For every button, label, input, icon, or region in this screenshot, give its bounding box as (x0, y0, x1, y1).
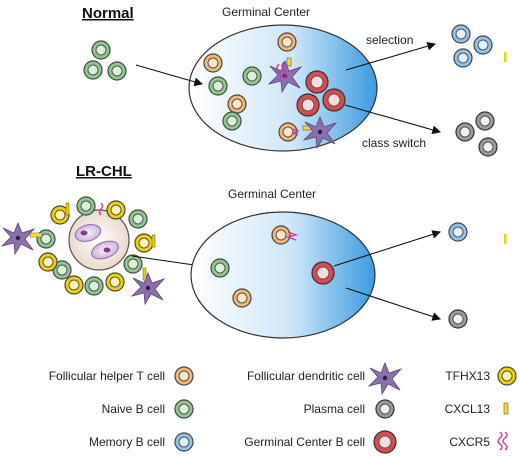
germinal-center-b-cell-icon (305, 70, 329, 94)
naive-b-cell-icon (36, 229, 56, 249)
lrchl-title: LR-CHL (76, 163, 132, 180)
legend-memory-b-label: Memory B cell (89, 435, 165, 449)
cxcr5-icon (276, 61, 287, 81)
tfhx13-icon (105, 272, 125, 292)
hrs-nucleolus (103, 247, 111, 253)
legend: Follicular helper T cell Follicular dend… (49, 362, 517, 454)
plasma-cell-icon (475, 111, 495, 131)
cxcl13-icon (286, 57, 292, 67)
memory-b-cell-icon (451, 24, 471, 44)
tfhx13-icon (497, 366, 517, 386)
legend-tfhx13-label: TFHX13 (445, 369, 490, 383)
legend-naive-b-label: Naive B cell (102, 402, 165, 416)
follicular-dendritic-cell-icon (131, 272, 165, 305)
legend-helper-t-label: Follicular helper T cell (49, 369, 165, 383)
germinal-center-b-cell-icon (311, 261, 335, 285)
tfhx13-icon (134, 233, 154, 253)
cxcl13-icon (65, 202, 70, 216)
hrs-cell (68, 209, 130, 271)
helper-t-cell-icon (277, 32, 297, 52)
naive-b-cell-icon (174, 399, 194, 419)
cxcr5-icon (285, 231, 299, 241)
follicular-dendritic-cell-icon (1, 222, 35, 255)
cxcr5-icon (291, 128, 300, 136)
germinal-center-b-cell-icon (373, 430, 397, 454)
selection-arrow (345, 41, 437, 71)
normal-gc-label: Germinal Center (222, 5, 310, 19)
cxcl13-mark (504, 234, 507, 244)
cxcl13-icon (142, 267, 147, 281)
lrchl-entry-arrow (131, 255, 203, 270)
normal-title: Normal (82, 5, 134, 22)
class-switch-arrow (344, 104, 442, 135)
helper-t-cell-icon (271, 225, 291, 245)
memory-b-cell-icon (473, 35, 493, 55)
tfhx13-icon (38, 252, 58, 272)
naive-b-cell-icon (208, 76, 228, 96)
plasma-cell-icon (478, 137, 498, 157)
naive-b-cell-icon (123, 254, 143, 274)
naive-b-cell-icon (76, 196, 96, 216)
naive-b-cell-icon (242, 66, 262, 86)
memory-b-cell-icon (448, 222, 468, 242)
class-switch-label: class switch (362, 136, 426, 150)
cxcr5-icon (98, 202, 104, 216)
legend-fdc-label: Follicular dendritic cell (247, 369, 365, 383)
naive-b-cell-icon (84, 276, 104, 296)
lrchl-germinal-center (190, 211, 376, 339)
naive-b-cell-icon (91, 40, 111, 60)
tfhx13-icon (64, 275, 84, 295)
lrchl-memory-arrow (333, 230, 442, 267)
hrs-nucleus (74, 224, 102, 242)
germinal-center-b-cell-icon (296, 93, 320, 117)
plasma-cell-icon (455, 122, 475, 142)
cxcl13-mark (504, 52, 507, 62)
naive-b-cell-icon (83, 60, 103, 80)
legend-cxcr5-label: CXCR5 (449, 435, 490, 449)
cxcl13-icon (151, 234, 156, 248)
cxcl13-icon (29, 232, 43, 238)
naive-b-cell-icon (210, 258, 230, 278)
plasma-cell-icon (375, 399, 395, 419)
memory-b-cell-icon (174, 432, 194, 452)
entry-arrow (135, 64, 204, 87)
helper-t-cell-icon (174, 366, 194, 386)
naive-b-cell-icon (128, 209, 148, 229)
helper-t-cell-icon (232, 288, 252, 308)
lrchl-plasma-arrow (345, 287, 442, 321)
plasma-cell-icon (448, 309, 468, 329)
follicular-dendritic-cell-icon (368, 362, 402, 395)
naive-b-cell-icon (222, 111, 242, 131)
memory-b-cell-icon (453, 48, 473, 68)
legend-cxcl13-label: CXCL13 (445, 402, 491, 416)
legend-gc-b-label: Germinal Center B cell (244, 435, 365, 449)
hrs-nucleolus (80, 230, 88, 236)
helper-t-cell-icon (227, 94, 247, 114)
naive-b-cell-icon (107, 61, 127, 81)
lrchl-gc-label: Germinal Center (228, 187, 316, 201)
cxcr5-icon (497, 431, 508, 451)
helper-t-cell-icon (203, 53, 223, 73)
selection-label: selection (366, 33, 413, 47)
tfhx13-icon (106, 200, 126, 220)
cxcl13-icon (503, 402, 509, 415)
germinal-center-b-cell-icon (322, 88, 346, 112)
legend-plasma-label: Plasma cell (304, 402, 365, 416)
